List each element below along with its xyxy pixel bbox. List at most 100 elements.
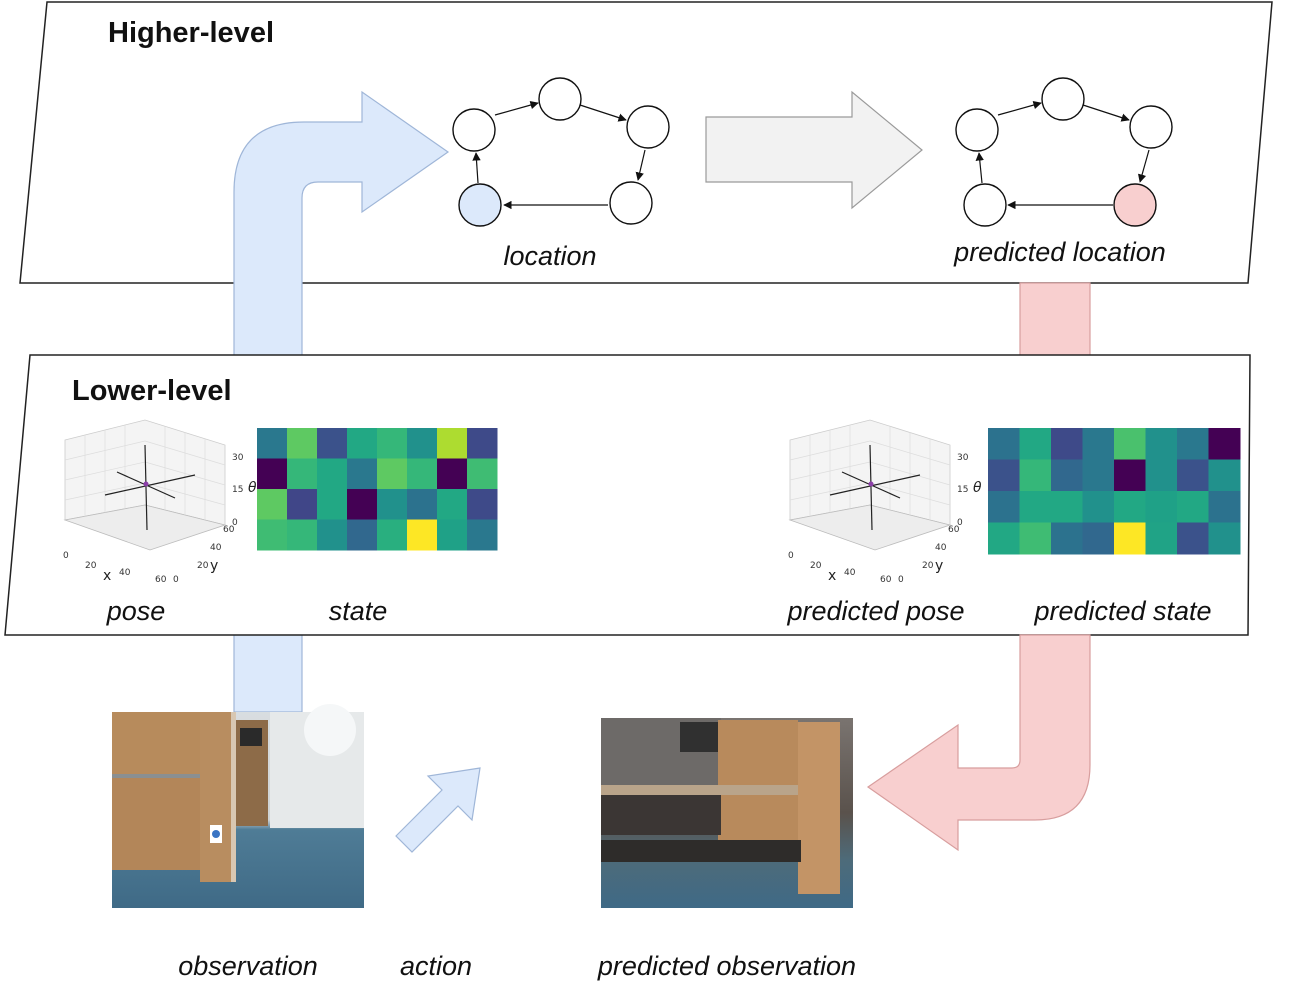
svg-text:θ: θ (248, 480, 257, 496)
lower-level-title: Lower-level (72, 375, 232, 407)
heatmap-cell (287, 519, 318, 551)
heatmap-cell (1082, 428, 1115, 460)
location-label: location (503, 241, 596, 271)
heatmap-cell (1114, 428, 1146, 460)
svg-text:60: 60 (880, 575, 892, 585)
observation-image (112, 704, 364, 908)
svg-text:θ: θ (973, 480, 982, 496)
heatmap-cell (437, 489, 468, 520)
heatmap-cell (257, 519, 288, 551)
heatmap-cell (1177, 459, 1209, 492)
heatmap-cell (1177, 491, 1209, 523)
pose-z-line (869, 444, 873, 531)
svg-text:40: 40 (844, 568, 856, 578)
pose-point (868, 481, 874, 487)
predicted-pose-label: predicted pose (786, 596, 964, 626)
prediction-arrow (705, 90, 923, 210)
svg-text:20: 20 (922, 561, 934, 571)
heatmap-cell (437, 458, 468, 490)
svg-text:40: 40 (935, 543, 947, 553)
heatmap-cell (988, 522, 1020, 555)
svg-text:0: 0 (788, 551, 794, 561)
heatmap-cell (407, 489, 438, 520)
svg-text:15: 15 (957, 485, 968, 495)
heatmap-cell (1082, 459, 1115, 492)
lower-level-plane (4, 354, 1251, 636)
heatmap-cell (377, 489, 408, 520)
heatmap-cell (347, 489, 378, 520)
svg-text:15: 15 (232, 485, 243, 495)
predicted-state-heatmap (988, 428, 1241, 555)
higher-level-title: Higher-level (108, 17, 274, 49)
svg-text:20: 20 (85, 561, 97, 571)
heatmap-cell (287, 428, 318, 459)
svg-text:60: 60 (155, 575, 167, 585)
svg-text:0: 0 (63, 551, 69, 561)
heatmap-cell (317, 428, 348, 459)
heatmap-cell (257, 458, 288, 490)
predicted-pose-plot: 30 15 0 θ 0 20 40 60 x 0 20 40 60 y (788, 419, 982, 585)
heatmap-cell (467, 428, 498, 459)
heatmap-cell (1208, 522, 1241, 555)
heatmap-cell (317, 489, 348, 520)
action-label: action (400, 951, 472, 981)
heatmap-cell (1051, 428, 1083, 460)
heatmap-cell (1082, 491, 1115, 523)
svg-text:20: 20 (810, 561, 822, 571)
observation-label: observation (178, 951, 318, 981)
heatmap-cell (437, 519, 468, 551)
heatmap-cell (317, 519, 348, 551)
heatmap-cell (347, 519, 378, 551)
plot-floor (788, 504, 952, 551)
svg-text:x: x (828, 568, 836, 584)
svg-text:y: y (935, 558, 943, 574)
predicted-observation-label: predicted observation (597, 951, 856, 981)
heatmap-cell (287, 489, 318, 520)
svg-text:60: 60 (223, 525, 235, 535)
heatmap-cell (377, 519, 408, 551)
svg-text:40: 40 (119, 568, 131, 578)
heatmap-cell (988, 459, 1020, 492)
svg-text:0: 0 (957, 518, 963, 528)
heatmap-cell (407, 428, 438, 459)
svg-text:40: 40 (210, 543, 222, 553)
heatmap-cell (1145, 428, 1178, 460)
heatmap-cell (1145, 522, 1178, 555)
heatmap-cell (1019, 522, 1052, 555)
pose-x-line (829, 474, 921, 496)
heatmap-cell (407, 458, 438, 490)
heatmap-cell (347, 458, 378, 490)
svg-text:0: 0 (173, 575, 179, 585)
heatmap-cell (467, 519, 498, 551)
heatmap-cell (1177, 428, 1209, 460)
svg-text:0: 0 (232, 518, 238, 528)
heatmap-cell (257, 428, 288, 459)
svg-text:x: x (103, 568, 111, 584)
svg-text:60: 60 (948, 525, 960, 535)
heatmap-cell (1145, 459, 1178, 492)
heatmap-cell (1051, 491, 1083, 523)
predicted-observation-arrow (866, 634, 1091, 852)
heatmap-cell (1114, 491, 1146, 523)
predicted-location-connector (1019, 282, 1091, 357)
svg-text:y: y (210, 558, 218, 574)
heatmap-cell (1114, 459, 1146, 492)
svg-text:20: 20 (197, 561, 209, 571)
heatmap-cell (347, 428, 378, 459)
heatmap-cell (1051, 522, 1083, 555)
heatmap-cell (1145, 491, 1178, 523)
heatmap-cell (1114, 522, 1146, 555)
heatmap-cell (1177, 522, 1209, 555)
state-heatmap (257, 428, 498, 551)
heatmap-cell (1208, 491, 1241, 523)
heatmap-cell (1208, 459, 1241, 492)
svg-text:0: 0 (898, 575, 904, 585)
predicted-location-graph (955, 77, 1173, 227)
heatmap-cell (1019, 459, 1052, 492)
heatmap-cell (988, 491, 1020, 523)
heatmap-cell (317, 458, 348, 490)
pose-x-line (104, 474, 196, 496)
heatmap-cell (377, 458, 408, 490)
heatmap-cell (988, 428, 1020, 460)
heatmap-cell (1051, 459, 1083, 492)
